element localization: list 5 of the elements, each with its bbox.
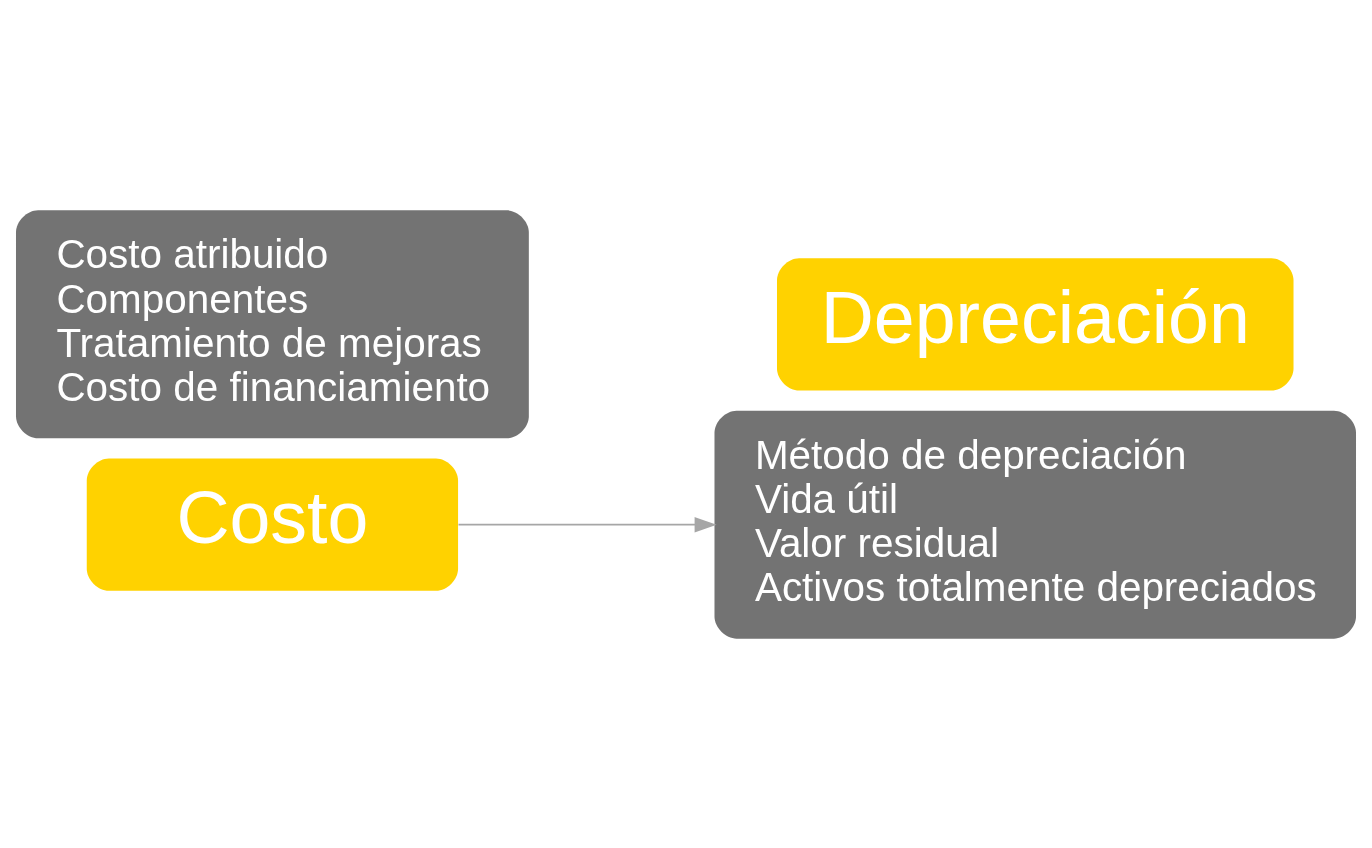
arrow: [457, 516, 717, 532]
node-box: Depreciación: [777, 257, 1294, 390]
node-box: Costo atribuido Componentes Tratamiento de mejoras Costo de financiamiento: [16, 209, 529, 438]
node-box: Método de depreciación Vida útil Valor residual Activos totalmente depreciados: [714, 410, 1356, 639]
node-box: Costo: [86, 458, 459, 591]
